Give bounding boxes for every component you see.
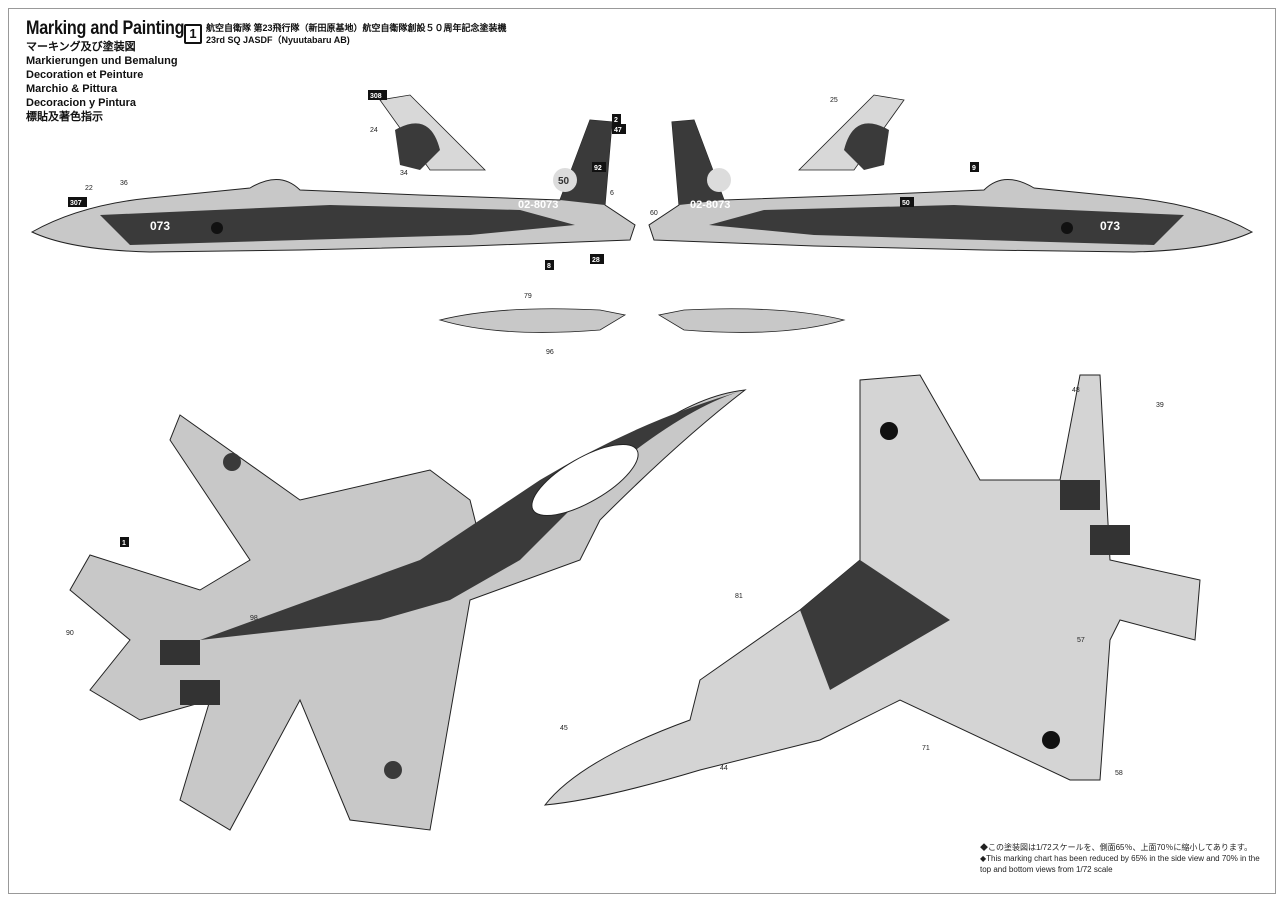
svg-text:02-8073: 02-8073 bbox=[690, 199, 730, 211]
page-title: Marking and Painting bbox=[26, 18, 185, 39]
callout-label-98: 98 bbox=[250, 615, 258, 622]
subtitle-de: Markierungen und Bemalung bbox=[26, 55, 178, 67]
callout-labels: 307 308 28 8 2 47 92 9 50 1 79 96 90 45 44 57 58 48 34 36 22… bbox=[66, 90, 1164, 777]
callout-box bbox=[68, 197, 87, 207]
subtitle-it: Marchio & Pittura bbox=[26, 83, 118, 95]
callout-label-8: 8 bbox=[547, 263, 551, 270]
callout-box bbox=[545, 260, 554, 270]
callout-label-44: 44 bbox=[720, 765, 728, 772]
callout-label-47: 47 bbox=[614, 127, 622, 134]
scheme-title-en: 23rd SQ JASDF（Nyuutabaru AB) bbox=[206, 35, 350, 45]
tail-number: 02-8073 bbox=[518, 199, 558, 211]
callout-label-9: 9 bbox=[972, 165, 976, 172]
callout-box bbox=[592, 162, 606, 172]
callout-label-58: 58 bbox=[1115, 770, 1123, 777]
bottom-view bbox=[543, 374, 1201, 806]
callout-label-90: 90 bbox=[66, 630, 74, 637]
side-view-right bbox=[648, 94, 1254, 253]
callout-label-24: 24 bbox=[370, 127, 378, 134]
scheme-header: 1 航空自衛隊 第23飛行隊（新田原基地）航空自衛隊創設５０周年記念塗装機 23… bbox=[184, 22, 507, 46]
side-view-left: 073 02-8073 50 bbox=[30, 94, 636, 253]
callout-label-1: 1 bbox=[122, 540, 126, 547]
callout-label-45: 45 bbox=[560, 725, 568, 732]
callout-label-57: 57 bbox=[1077, 637, 1085, 644]
subtitle-es: Decoracion y Pintura bbox=[26, 97, 137, 109]
scale-note-en: ◆This marking chart has been reduced by … bbox=[980, 854, 1260, 874]
title-block: Marking and Painting マーキング及び塗装図 Markieru… bbox=[26, 18, 212, 124]
callout-label-2: 2 bbox=[614, 117, 618, 124]
callout-label-60: 60 bbox=[650, 210, 658, 217]
callout-label-92: 92 bbox=[594, 165, 602, 172]
callout-label-25: 25 bbox=[830, 97, 838, 104]
callout-label-48: 48 bbox=[1072, 387, 1080, 394]
callout-box bbox=[900, 197, 914, 207]
callout-box bbox=[590, 254, 604, 264]
callout-label-308: 308 bbox=[370, 93, 382, 100]
callout-box bbox=[612, 124, 626, 134]
tail-emblem bbox=[553, 168, 577, 192]
nose-number: 073 bbox=[150, 219, 170, 233]
drop-tank-right bbox=[657, 308, 846, 333]
page-border bbox=[8, 8, 1276, 894]
callout-label-307: 307 bbox=[70, 200, 82, 207]
callout-box bbox=[368, 90, 387, 100]
scale-note: ◆この塗装図は1/72スケールを、側面65％、上面70％に縮小してあります。 ◆… bbox=[980, 842, 1270, 875]
scheme-number-badge: 1 bbox=[184, 24, 202, 44]
drop-tank-left bbox=[438, 308, 627, 333]
callout-box bbox=[120, 537, 129, 547]
side-right-numbers: 073 02-8073 bbox=[690, 199, 1120, 233]
callout-label-71: 71 bbox=[922, 745, 930, 752]
svg-text:50: 50 bbox=[558, 176, 570, 187]
top-view bbox=[69, 389, 747, 831]
callout-label-6: 6 bbox=[610, 190, 614, 197]
scheme-title-jp: 航空自衛隊 第23飛行隊（新田原基地）航空自衛隊創設５０周年記念塗装機 bbox=[206, 23, 507, 33]
callout-label-50: 50 bbox=[902, 200, 910, 207]
subtitle-cn: 標貼及著色指示 bbox=[26, 111, 103, 123]
subtitle-fr: Decoration et Peinture bbox=[26, 69, 144, 81]
hinomaru-marking bbox=[211, 222, 223, 234]
callout-label-81: 81 bbox=[735, 593, 743, 600]
callout-label-22: 22 bbox=[85, 185, 93, 192]
subtitle-jp: マーキング及び塗装図 bbox=[26, 41, 136, 53]
svg-text:073: 073 bbox=[1100, 219, 1120, 233]
callout-label-96: 96 bbox=[546, 349, 554, 356]
callout-label-34: 34 bbox=[400, 170, 408, 177]
callout-box bbox=[612, 114, 621, 124]
canopy bbox=[531, 443, 639, 517]
callout-label-28: 28 bbox=[592, 257, 600, 264]
callout-label-39: 39 bbox=[1156, 402, 1164, 409]
callout-box bbox=[970, 162, 979, 172]
scale-note-jp: ◆この塗装図は1/72スケールを、側面65％、上面70％に縮小してあります。 bbox=[980, 843, 1253, 852]
callout-label-36: 36 bbox=[120, 180, 128, 187]
callout-label-79: 79 bbox=[524, 293, 532, 300]
